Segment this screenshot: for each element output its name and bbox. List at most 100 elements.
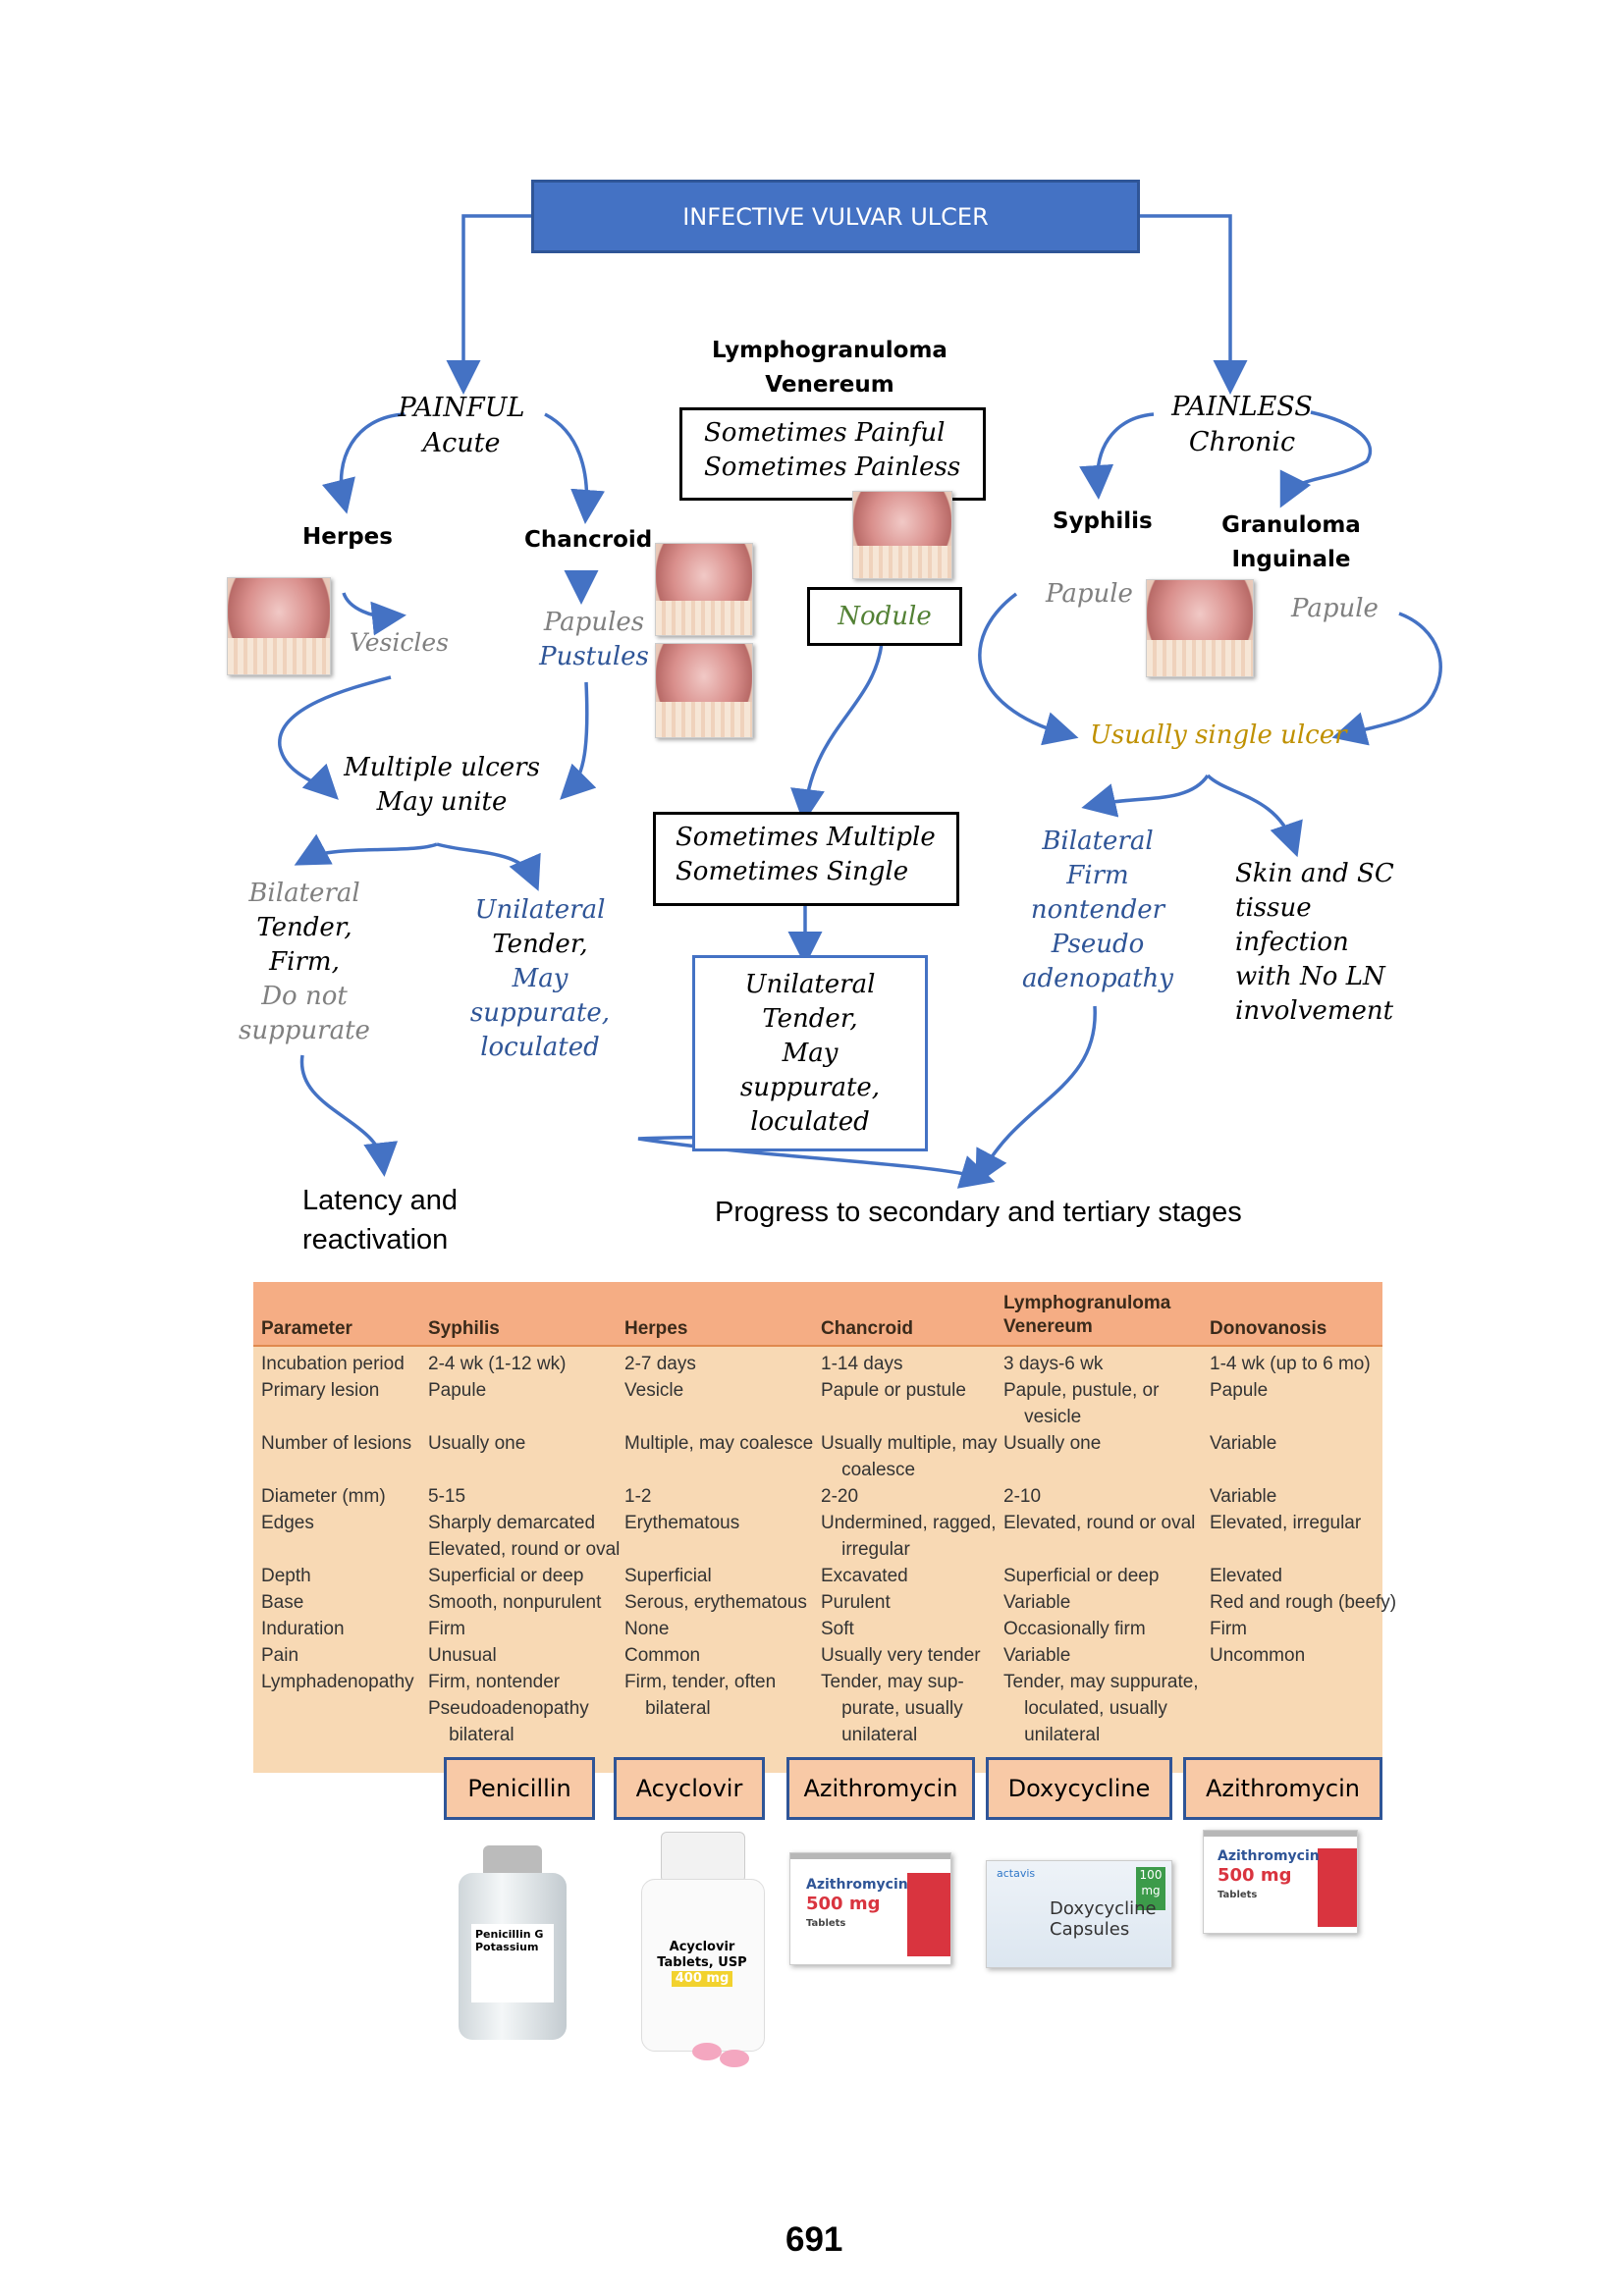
table-cell: 5-15 bbox=[428, 1486, 466, 1507]
latency-line1: Latency and bbox=[302, 1185, 459, 1216]
lgv-line1: Lymphogranuloma bbox=[712, 338, 947, 363]
table-cell: Papule, pustule, or vesicle bbox=[1003, 1380, 1160, 1427]
table-cell: Serous, erythematous bbox=[624, 1592, 807, 1613]
pustules-text: Pustules bbox=[539, 642, 649, 671]
azithro2-dose: 500 mg bbox=[1218, 1865, 1292, 1886]
azithro1-name: Azithromycin bbox=[806, 1877, 908, 1893]
chancroid-ulcer-image-1 bbox=[655, 543, 753, 636]
penicillin-vial-line1: Penicillin G bbox=[475, 1928, 544, 1941]
chancroid-nodes-4: loculated bbox=[480, 1033, 600, 1062]
table-cell: Papule bbox=[428, 1380, 487, 1401]
granuloma-tissue-note: Skin and SC tissue infection with No LN … bbox=[1235, 857, 1432, 1029]
table-cell: 2-10 bbox=[1003, 1486, 1042, 1507]
lgv-count-box: Sometimes Multiple Sometimes Single bbox=[653, 812, 959, 906]
header-herpes: Herpes bbox=[624, 1318, 688, 1339]
table-cell: Purulent bbox=[821, 1592, 891, 1613]
table-cell-parameter: Primary lesion bbox=[261, 1380, 380, 1401]
table-cell: Elevated, round or oval bbox=[1003, 1513, 1196, 1533]
herpes-lymph-nodes: Bilateral Tender, Firm, Do not suppurate bbox=[231, 877, 378, 1048]
lgv-nodes-1: Tender, bbox=[762, 1004, 858, 1034]
latency-line2: reactivation bbox=[302, 1224, 449, 1255]
table-cell: Multiple, may coalesce bbox=[624, 1433, 814, 1454]
chancroid-nodes-3: suppurate, bbox=[469, 998, 611, 1028]
progress-label: Progress to secondary and tertiary stage… bbox=[715, 1197, 1242, 1228]
painful-line1: PAINFUL bbox=[398, 393, 525, 423]
chancroid-nodes-2: May bbox=[512, 964, 568, 993]
table-cell: Superficial or deep bbox=[1003, 1566, 1160, 1586]
table-cell: Firm bbox=[1210, 1619, 1247, 1639]
table-cell: Tender, may sup- purate, usually unilate… bbox=[821, 1672, 964, 1745]
drug-penicillin: Penicillin bbox=[444, 1757, 595, 1820]
papules-text: Papules bbox=[543, 608, 645, 637]
chancroid-ulcer-image-2 bbox=[655, 643, 753, 738]
page-number: 691 bbox=[785, 2220, 843, 2259]
table-cell: 3 days-6 wk bbox=[1003, 1354, 1104, 1374]
syphilis-lymph-nodes: Bilateral Firm nontender Pseudo adenopat… bbox=[1019, 825, 1176, 996]
table-cell: Undermined, ragged, irregular bbox=[821, 1513, 997, 1560]
table-cell: Usually very tender bbox=[821, 1645, 981, 1666]
table-cell-parameter: Edges bbox=[261, 1513, 314, 1533]
azithro2-form: Tablets bbox=[1218, 1890, 1258, 1900]
painful-label: PAINFUL Acute bbox=[388, 391, 535, 461]
herpes-nodes-not1: Do not bbox=[261, 982, 348, 1011]
chancroid-lymph-nodes: Unilateral Tender, May suppurate, locula… bbox=[461, 893, 619, 1065]
table-cell: 1-4 wk (up to 6 mo) bbox=[1210, 1354, 1371, 1374]
azithro1-form: Tablets bbox=[806, 1918, 846, 1929]
drug-doxycycline: Doxycycline bbox=[986, 1757, 1172, 1820]
table-cell: Uncommon bbox=[1210, 1645, 1306, 1666]
papules-pustules-label: Papules Pustules bbox=[530, 606, 658, 674]
table-cell-parameter: Base bbox=[261, 1592, 304, 1613]
granuloma-line2: Inguinale bbox=[1231, 547, 1351, 572]
table-cell: Usually one bbox=[428, 1433, 526, 1454]
table-cell: Sharply demarcated Elevated, round or ov… bbox=[428, 1513, 621, 1560]
syphilis-papule-label: Papule bbox=[1046, 579, 1133, 609]
header-parameter: Parameter bbox=[261, 1318, 352, 1339]
multiple-ulcers-line1: Multiple ulcers bbox=[344, 753, 540, 782]
table-cell: Usually multiple, may coalesce bbox=[821, 1433, 998, 1480]
lgv-nodes-2: May bbox=[782, 1039, 839, 1068]
granuloma-note-0: Skin and SC bbox=[1235, 859, 1394, 888]
lgv-pain-line2: Sometimes Painless bbox=[704, 453, 961, 482]
comparison-table: Parameter Syphilis Herpes Chancroid Lymp… bbox=[253, 1282, 1396, 1773]
table-cell: Variable bbox=[1003, 1592, 1071, 1613]
table-cell: 2-7 days bbox=[624, 1354, 696, 1374]
table-cell: Vesicle bbox=[624, 1380, 684, 1401]
drug-acyclovir: Acyclovir bbox=[614, 1757, 765, 1820]
penicillin-vial-line2: Potassium bbox=[475, 1941, 539, 1953]
acyclovir-label-line3: 400 mg bbox=[671, 1971, 733, 1987]
table-cell: Variable bbox=[1003, 1645, 1071, 1666]
table-cell: Unusual bbox=[428, 1645, 497, 1666]
herpes-ulcer-image bbox=[227, 577, 331, 675]
table-cell: Excavated bbox=[821, 1566, 908, 1586]
nodule-text: Nodule bbox=[838, 602, 932, 631]
header-donovanosis: Donovanosis bbox=[1210, 1318, 1327, 1339]
table-cell: Red and rough (beefy) bbox=[1210, 1592, 1397, 1613]
table-cell-parameter: Pain bbox=[261, 1645, 299, 1666]
lgv-nodes-3: suppurate, bbox=[739, 1073, 881, 1102]
lgv-count-line2: Sometimes Single bbox=[676, 857, 909, 886]
lgv-pain-line1: Sometimes Painful bbox=[704, 418, 946, 448]
table-cell: Superficial or deep bbox=[428, 1566, 584, 1586]
table-header-rule bbox=[253, 1345, 1382, 1347]
table-cell-parameter: Induration bbox=[261, 1619, 345, 1639]
table-cell: Papule bbox=[1210, 1380, 1269, 1401]
table-cell: 1-14 days bbox=[821, 1354, 903, 1374]
azithromycin-pack-image-2: Azithromycin 500 mg Tablets bbox=[1203, 1830, 1358, 1934]
lgv-label: Lymphogranuloma Venereum bbox=[707, 334, 952, 402]
granuloma-line1: Granuloma bbox=[1221, 512, 1361, 538]
table-cell: Papule or pustule bbox=[821, 1380, 966, 1401]
table-cell-parameter: Diameter (mm) bbox=[261, 1486, 386, 1507]
table-cell: Erythematous bbox=[624, 1513, 740, 1533]
acyclovir-bottle-image: Acyclovir Tablets, USP 400 mg bbox=[633, 1832, 771, 2097]
single-ulcer-label: Usually single ulcer bbox=[1090, 721, 1347, 750]
nodule-box: Nodule bbox=[807, 587, 962, 646]
granuloma-note-2: infection bbox=[1235, 928, 1349, 957]
table-cell-parameter: Incubation period bbox=[261, 1354, 405, 1374]
lgv-count-line1: Sometimes Multiple bbox=[676, 823, 936, 852]
acyclovir-label-line1: Acyclovir bbox=[669, 1940, 735, 1954]
doxy-name: Doxycycline bbox=[1050, 1898, 1157, 1919]
doxy-form: Capsules bbox=[1050, 1919, 1130, 1940]
table-cell: Soft bbox=[821, 1619, 854, 1639]
penicillin-vial-image: Penicillin G Potassium bbox=[454, 1845, 571, 2042]
azithro1-dose: 500 mg bbox=[806, 1894, 881, 1914]
